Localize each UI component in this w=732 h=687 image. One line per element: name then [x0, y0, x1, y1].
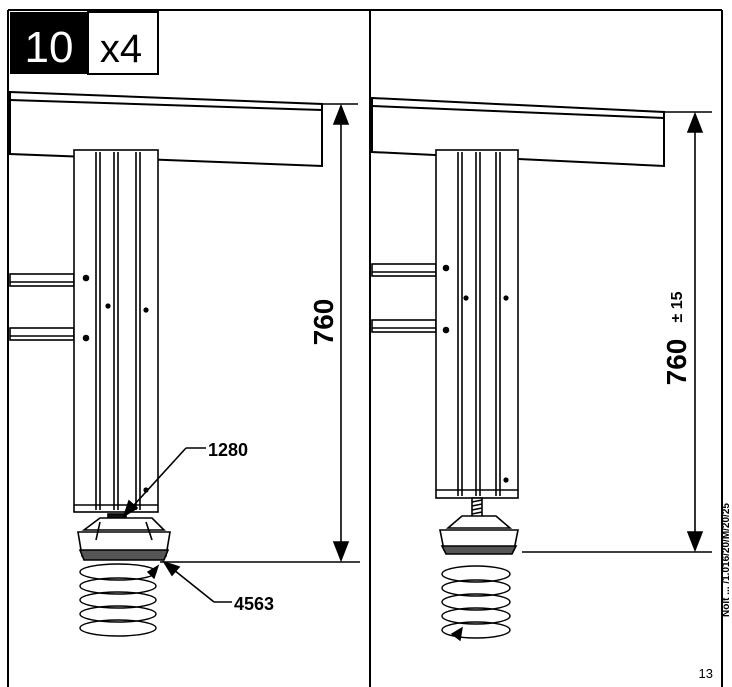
panel-frame	[7, 9, 723, 687]
step-badge: 10 x4	[10, 11, 159, 75]
step-quantity: x4	[100, 27, 142, 71]
leveling-foot-left	[77, 513, 171, 561]
rotation-spiral-left	[79, 563, 160, 637]
rotation-spiral-right	[441, 565, 511, 642]
step-number: 10	[25, 23, 74, 72]
table-leg-right	[435, 149, 519, 499]
callout-4563-label: 4563	[234, 594, 274, 614]
callout-4563-leader	[162, 560, 232, 603]
table-top-left	[9, 90, 323, 168]
side-rails-left	[9, 273, 75, 341]
document-code: Nolt ... /1.016/20/M/20/25	[721, 503, 732, 617]
height-dimension-right-label: 760	[661, 339, 692, 386]
side-rails-right	[371, 263, 437, 333]
table-top-right	[371, 96, 665, 168]
height-tolerance-label: ± 15	[669, 291, 686, 322]
leveling-foot-right	[439, 497, 519, 555]
callout-1280-label: 1280	[208, 440, 248, 460]
height-dimension-left	[160, 103, 360, 563]
height-dimension-right	[522, 111, 712, 553]
page-number: 13	[699, 666, 713, 681]
callout-1280-leader	[122, 447, 206, 518]
height-dimension-left-label: 760	[308, 299, 339, 346]
table-leg-left	[73, 149, 159, 513]
